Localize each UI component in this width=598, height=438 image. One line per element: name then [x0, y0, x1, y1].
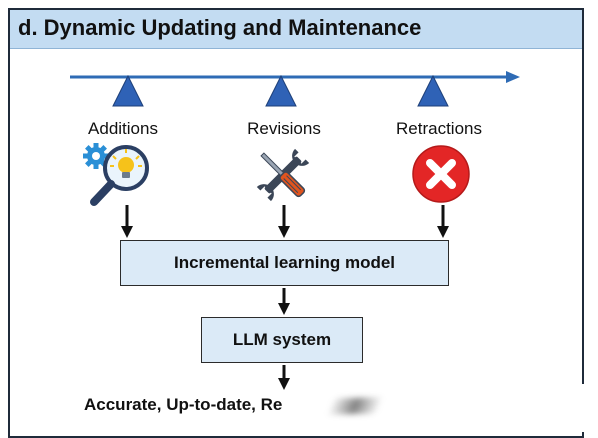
timeline-marker-retractions: [417, 74, 449, 107]
gear-magnifier-lightbulb-icon: [83, 143, 149, 206]
output-label: Accurate, Up-to-date, Re: [84, 395, 283, 414]
section-panel: d. Dynamic Updating and Maintenance: [8, 8, 584, 438]
label-additions: Additions: [88, 119, 158, 138]
arrow-retractions-head: [437, 226, 449, 238]
obscuring-smudge: [327, 398, 383, 414]
arrow-model-to-llm-head: [278, 303, 290, 315]
llm-system-label: LLM system: [232, 330, 332, 349]
arrow-additions-head: [121, 226, 133, 238]
label-revisions: Revisions: [247, 119, 321, 138]
section-title: d. Dynamic Updating and Maintenance: [18, 15, 422, 40]
timeline-marker-revisions: [265, 74, 297, 107]
red-x-circle-icon: [412, 145, 470, 203]
timeline-marker-additions: [112, 74, 144, 107]
section-header: d. Dynamic Updating and Maintenance: [10, 10, 582, 49]
llm-system-box: LLM system: [201, 317, 363, 363]
arrow-llm-to-output-head: [278, 378, 290, 390]
label-retractions: Retractions: [396, 119, 482, 138]
timeline-arrowhead: [506, 71, 520, 83]
screwdriver-wrench-icon: [256, 148, 310, 202]
incremental-learning-model-box: Incremental learning model: [120, 240, 449, 286]
incremental-learning-model-label: Incremental learning model: [173, 253, 396, 272]
arrow-revisions-head: [278, 226, 290, 238]
